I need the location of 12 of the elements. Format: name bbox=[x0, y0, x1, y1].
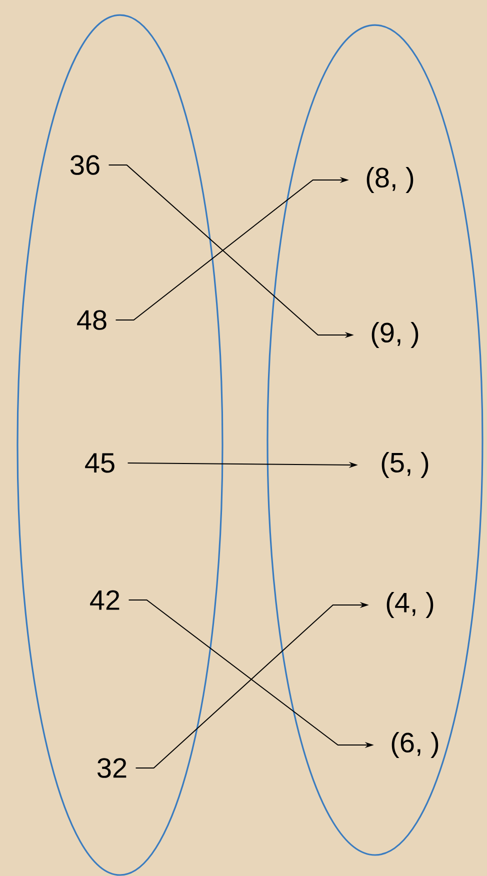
set-ellipse bbox=[16, 14, 224, 876]
number-label: (6, ) bbox=[392, 732, 438, 758]
number-label: 48 bbox=[77, 310, 106, 330]
number-label: (4, ) bbox=[386, 592, 434, 618]
number-label: (8, ) bbox=[366, 166, 414, 194]
number-label: 32 bbox=[98, 758, 126, 778]
number-label: (9, ) bbox=[372, 322, 418, 348]
number-label: (5, ) bbox=[382, 452, 428, 478]
set-ellipse bbox=[266, 24, 484, 856]
number-label: 45 bbox=[85, 453, 114, 473]
number-label: 36 bbox=[70, 155, 100, 175]
number-label: 42 bbox=[90, 590, 120, 610]
